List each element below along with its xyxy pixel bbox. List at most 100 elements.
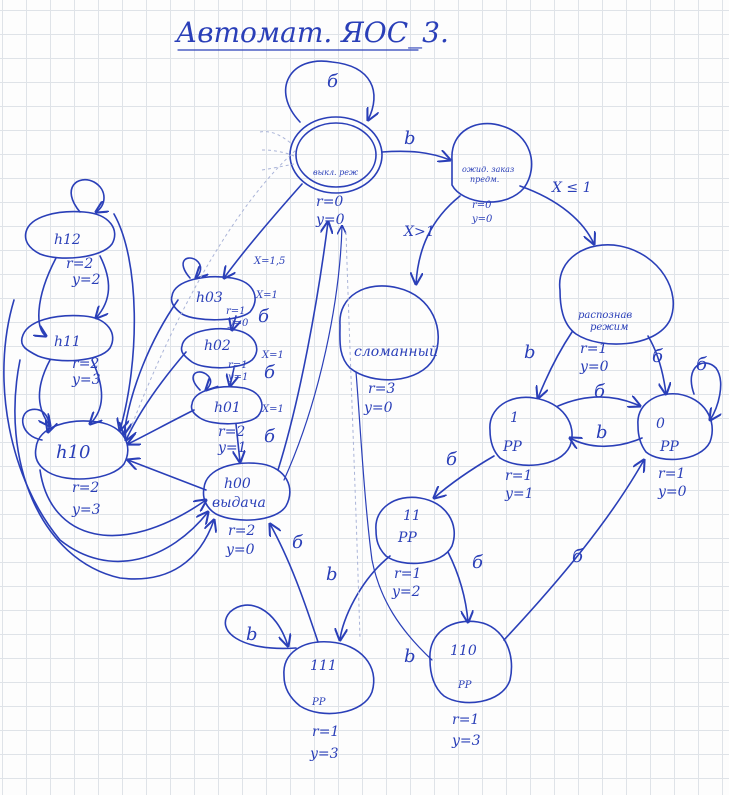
loop-h12 <box>70 178 104 212</box>
edge-s1-s11 <box>434 455 495 498</box>
loop-off-label: б <box>327 71 339 92</box>
state-recognize: распознав режим r=1 y=0 <box>558 244 675 375</box>
state-s1-code: 1 <box>510 410 519 426</box>
edge-off-wait <box>381 151 450 160</box>
state-h12: h12 r=2 y=2 <box>24 210 116 288</box>
state-s0-name: PP <box>659 439 679 455</box>
edge-off-h03-label: X=1,5 <box>253 256 285 267</box>
state-h01-y: y=1 <box>217 440 247 456</box>
loop-s111-label: b <box>246 624 258 645</box>
state-s111-name: PP <box>311 697 326 708</box>
edge-left-arc-2 <box>14 359 214 580</box>
edge-h12-h10 <box>113 213 136 430</box>
loop-s0-label: б <box>696 354 708 375</box>
edge-s1-s11-label: б <box>446 449 458 470</box>
edge-s1-s0 <box>557 397 640 406</box>
edge-recognize-s1 <box>538 331 573 398</box>
state-h11-y: y=3 <box>71 372 101 388</box>
state-h00: h00 выдача r=2 y=0 <box>202 462 291 558</box>
faint-edge-4 <box>261 163 295 171</box>
state-recognize-r: r=1 <box>580 341 607 357</box>
edge-s0-s1-label: b <box>596 422 608 443</box>
loop-off <box>284 60 374 122</box>
edge-off-h03 <box>224 183 303 278</box>
state-h10-name: h10 <box>56 442 91 463</box>
edge-s110-s0 <box>503 460 644 641</box>
state-s111-y: y=3 <box>309 746 339 762</box>
state-s110-name: PP <box>457 680 472 691</box>
edge-s110-s0-label: б <box>572 546 584 567</box>
state-h12-r: r=2 <box>66 256 93 272</box>
state-h00-y: y=0 <box>225 542 255 558</box>
edge-h03-label: X=1 <box>255 290 278 301</box>
state-h10-r: r=2 <box>72 480 99 496</box>
edge-h03-bbar: б <box>258 306 270 327</box>
loop-h03 <box>182 257 201 278</box>
edge-recognize-s1-label: b <box>524 342 536 363</box>
loop-s0 <box>690 362 720 420</box>
state-s111: 111 PP r=1 y=3 <box>283 641 375 762</box>
state-h12-y: y=2 <box>71 272 101 288</box>
state-wait-name2: предм. <box>470 175 499 184</box>
state-off-r: r=0 <box>316 194 343 210</box>
edge-s110-broken <box>355 371 433 661</box>
state-h03-name: h03 <box>196 290 223 306</box>
state-h03-y: y=0 <box>227 318 249 329</box>
state-h03: h03 r=1 y=0 <box>170 276 256 329</box>
loop-s111 <box>224 604 297 650</box>
faint-edge-5 <box>345 231 361 641</box>
faint-edge-3 <box>261 149 295 157</box>
state-h00-name2: выдача <box>212 495 266 511</box>
faint-edge-2 <box>259 131 293 145</box>
state-off-name: выкл. реж <box>313 168 358 177</box>
state-wait-y: y=0 <box>471 214 493 225</box>
edge-s11-s111 <box>340 555 391 640</box>
edge-h12-back <box>39 257 57 336</box>
state-h02-r: r=1 <box>228 360 248 371</box>
edge-s11-s111-label: b <box>326 564 338 585</box>
diagram-title: Автомат. ЯОС_3. <box>174 16 449 49</box>
state-h00-r: r=2 <box>228 523 255 539</box>
edge-h12-h11 <box>96 255 110 318</box>
state-broken: сломанный r=3 y=0 <box>339 285 439 416</box>
edge-s11-s110 <box>447 551 468 622</box>
loop-h01 <box>192 371 211 390</box>
edge-h00-off-2 <box>283 226 342 481</box>
edge-off-wait-label: b <box>404 128 416 149</box>
state-s11-code: 11 <box>403 508 421 524</box>
edge-recognize-s0 <box>647 335 666 394</box>
state-h11-name: h11 <box>54 334 81 350</box>
edge-h02-label: X=1 <box>261 350 284 361</box>
state-off: выкл. реж r=0 y=0 <box>289 116 383 228</box>
edge-left-arc-1 <box>3 299 208 563</box>
state-s110-r: r=1 <box>452 712 479 728</box>
state-recognize-name2: режим <box>590 322 628 333</box>
state-wait-r: r=0 <box>472 200 492 211</box>
edge-wait-broken-label: X>1 <box>403 224 435 240</box>
state-s110: 110 PP r=1 y=3 <box>429 620 513 749</box>
state-broken-r: r=3 <box>368 381 395 397</box>
state-s110-y: y=3 <box>451 733 481 749</box>
faint-edge-1 <box>129 149 297 431</box>
state-h01-name: h01 <box>214 400 241 416</box>
state-h01: h01 r=2 y=1 <box>190 385 263 456</box>
edge-wait-recognize-label: X ≤ 1 <box>551 180 592 196</box>
state-s1-name: PP <box>502 439 522 455</box>
state-h03-r: r=1 <box>226 306 246 317</box>
state-s11: 11 PP r=1 y=2 <box>375 496 455 600</box>
edge-s110-b-label: b <box>404 646 416 667</box>
edge-s111-h00-label: б <box>292 532 304 553</box>
edge-h03-h10 <box>124 299 179 434</box>
edge-s11-s110-label: б <box>472 552 484 573</box>
edge-s1-s0-label: б <box>594 381 606 402</box>
state-s1-y: y=1 <box>504 486 534 502</box>
edge-h01-h10 <box>128 409 195 444</box>
edge-h02-h01 <box>230 367 234 386</box>
edge-wait-broken <box>416 195 461 284</box>
state-h01-r: r=2 <box>218 424 245 440</box>
edge-h11-h10 <box>90 359 102 424</box>
state-s0-code: 0 <box>656 416 665 432</box>
state-h02: h02 r=1 y=1 <box>180 327 258 383</box>
edge-s111-h00 <box>270 524 319 643</box>
